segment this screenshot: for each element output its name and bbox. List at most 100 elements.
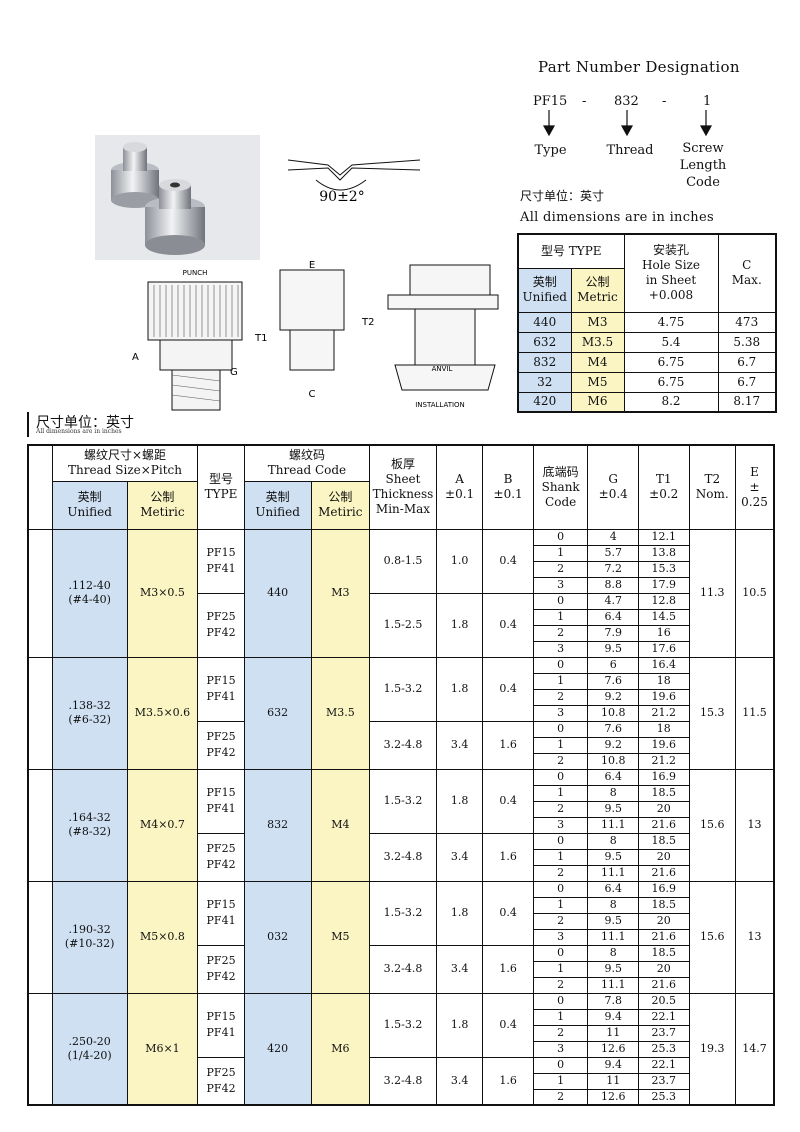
section-unit-cn: 尺寸单位：英寸 [36,415,134,431]
anvil-label: ANVIL [432,365,453,373]
code-metric-header: 公制 Metiric [310,480,371,530]
unified-thread: .138-32 (#6-32) [51,656,128,770]
punch-label: PUNCH [183,269,208,277]
thickness-cell: 3.2-4.8 [369,832,437,882]
unified-thread: .250-20 (1/4-20) [51,992,128,1106]
t1-value: 18.5 [637,784,690,802]
unit-note-cn: 尺寸单位：英寸 [520,189,605,203]
section-unit-en: All dimensions are in inches [36,428,122,435]
shank-code: 1 [532,960,589,978]
t1-value: 18.5 [637,896,690,914]
type-cell: PF15 PF41 [197,768,245,834]
a-cell: 3.4 [435,1056,484,1106]
b-cell: 1.6 [482,944,534,994]
t1-value: 22.1 [637,1008,690,1026]
shank-header: 底端码 Shank Code [532,444,589,530]
shank-code: 0 [532,944,589,962]
c-max-value: 6.7 [717,371,777,393]
code-metric: M5 [310,880,371,994]
thickness-header: 板厚 Sheet Thickness Min-Max [369,444,437,530]
g-value: 9.5 [587,960,639,978]
g-value: 9.4 [587,1008,639,1026]
designation-sep: - [582,94,587,109]
shank-code: 1 [532,736,589,754]
a-cell: 3.4 [435,720,484,770]
shank-code: 2 [532,624,589,642]
dim-a-label: A [132,352,139,363]
c-max-value: 6.7 [717,351,777,373]
shank-code: 0 [532,1056,589,1074]
g-value: 7.6 [587,672,639,690]
t1-value: 14.5 [637,608,690,626]
g-value: 4.7 [587,592,639,610]
t1-value: 19.6 [637,688,690,706]
t1-value: 18.5 [637,832,690,850]
t1-value: 18 [637,672,690,690]
t1-value: 16.4 [637,656,690,674]
designation-screw-length-label: Screw Length Code [679,141,727,190]
g-header: G ±0.4 [587,444,639,530]
t1-value: 18 [637,720,690,738]
b-cell: 0.4 [482,592,534,658]
type-cell: PF15 PF41 [197,656,245,722]
installation-label: INSTALLATION [415,401,465,409]
designation-type-part: PF15 [533,94,568,109]
type-cell: PF25 PF42 [197,944,245,994]
g-value: 10.8 [587,704,639,722]
b-cell: 0.4 [482,656,534,722]
a-cell: 3.4 [435,944,484,994]
c-max-value: 473 [717,311,777,333]
g-value: 5.7 [587,544,639,562]
hole-size-header: 安装孔 Hole Size in Sheet +0.008 [623,233,719,313]
e-value: 14.7 [735,992,775,1106]
unified-header: 英制 Unified [517,267,572,313]
t1-value: 20 [637,800,690,818]
metric-thread: M5×0.8 [126,880,199,994]
t1-value: 21.2 [637,704,690,722]
shank-code: 2 [532,800,589,818]
g-value: 4 [587,528,639,546]
blank-cell [27,656,53,770]
g-value: 7.9 [587,624,639,642]
t1-value: 19.6 [637,736,690,754]
code-metric: M3 [310,528,371,658]
designation-arrows [542,110,713,136]
code-unified: 420 [243,992,312,1106]
g-value: 8 [587,784,639,802]
hole-size-value: 5.4 [623,331,719,353]
dim-g-label: G [230,367,238,378]
shank-code: 3 [532,1040,589,1058]
blank-cell [27,768,53,882]
metric-code: M5 [570,371,625,393]
metric-code: M6 [570,391,625,413]
t1-value: 21.2 [637,752,690,770]
technical-drawing: 90±2° PUNCH A G T1 E T2 C ANVIL INSTALLA… [132,159,499,411]
metric-thread: M4×0.7 [126,768,199,882]
t1-value: 23.7 [637,1024,690,1042]
g-value: 11.1 [587,928,639,946]
t2-value: 11.3 [688,528,737,658]
type-cell: PF25 PF42 [197,720,245,770]
dimensions-table: 螺纹尺寸×螺距 Thread Size×Pitch 型号 TYPE 螺纹码 Th… [27,444,775,1106]
g-value: 9.2 [587,688,639,706]
shank-code: 1 [532,784,589,802]
t1-value: 18.5 [637,944,690,962]
t1-value: 21.6 [637,928,690,946]
thread-size-header: 螺纹尺寸×螺距 Thread Size×Pitch [51,444,199,482]
dim-t1-label: T1 [254,333,267,344]
g-value: 9.5 [587,640,639,658]
unit-note-en: All dimensions are in inches [520,210,714,225]
thickness-cell: 3.2-4.8 [369,1056,437,1106]
shank-code: 1 [532,896,589,914]
t1-value: 16 [637,624,690,642]
